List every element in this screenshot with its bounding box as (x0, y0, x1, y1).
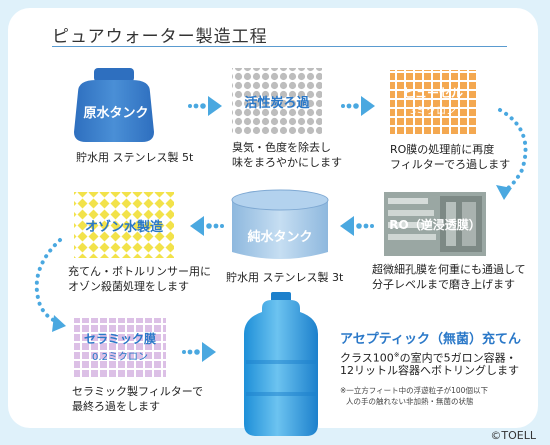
raw-water-tank-icon (74, 68, 154, 142)
page-title: ピュアウォーター製造工程 (52, 27, 268, 47)
hugh-cell-sublabel: 3ミクロン (409, 106, 457, 117)
ro-label: RO（逆浸透膜） (389, 218, 481, 232)
aseptic-note-line2: 人の手の触れない非加熱・無菌の状態 (346, 397, 474, 406)
ro-caption-line1: 超微細孔膜を何重にも通過して (372, 263, 526, 276)
hugh-cell-caption-line1: RO膜の処理前に再度 (390, 143, 495, 156)
ro-membrane-photo (384, 192, 486, 256)
ozone-label: オゾン水製造 (84, 220, 163, 235)
flow-arrows (182, 96, 375, 362)
aseptic-title: アセプティック（無菌）充てん (340, 332, 521, 347)
carbon-filter-grid (232, 68, 322, 134)
title-divider (52, 46, 507, 47)
ceramic-caption-line2: 最終ろ過をします (72, 400, 160, 413)
aseptic-class: クラス100 (340, 351, 394, 365)
copyright: ©TOELL (490, 429, 536, 442)
aseptic-note-line1: ※一立方フィート中の浮遊粒子が100個以下 (340, 386, 488, 395)
aseptic-line2: 12リットル容器へボトリングします (340, 364, 519, 377)
hugh-cell-label: ヒューセル (402, 86, 463, 100)
raw-tank-label: 原水タンク (83, 106, 149, 121)
curved-connectors (34, 108, 528, 324)
raw-tank-caption: 貯水用 ステンレス製 5t (76, 151, 194, 164)
ozone-grid (74, 192, 174, 258)
ceramic-grid (74, 318, 166, 378)
water-bottle-icon (244, 292, 318, 436)
connector-heads (52, 185, 512, 332)
pure-water-tank-icon (231, 189, 329, 259)
hugh-cell-caption-line2: フィルターでろ過します (390, 158, 511, 171)
carbon-caption-line1: 臭気・色度を除去し (232, 141, 331, 154)
carbon-label: 活性炭ろ過 (244, 96, 310, 111)
hugh-cell-grid (390, 70, 476, 136)
aseptic-room-text: の室内で5ガロン容器・ (399, 351, 517, 365)
ro-caption-line2: 分子レベルまで磨き上げます (372, 278, 515, 291)
carbon-caption-line2: 味をまろやかにします (232, 156, 342, 169)
ozone-caption-line2: オゾン殺菌処理をします (68, 280, 189, 293)
ozone-caption-line1: 充てん・ボトルリンサー用に (68, 265, 211, 278)
ceramic-label: セラミック膜 (83, 332, 156, 346)
pure-tank-label: 純水タンク (247, 230, 313, 245)
aseptic-line1: クラス100※の室内で5ガロン容器・ (340, 348, 517, 366)
aseptic-footnote-mark: ※ (393, 351, 400, 359)
ceramic-caption-line1: セラミック製フィルターで (72, 385, 204, 398)
pure-tank-caption: 貯水用 ステンレス製 3t (226, 271, 344, 284)
ceramic-sublabel: 0.2ミクロン (92, 352, 148, 363)
